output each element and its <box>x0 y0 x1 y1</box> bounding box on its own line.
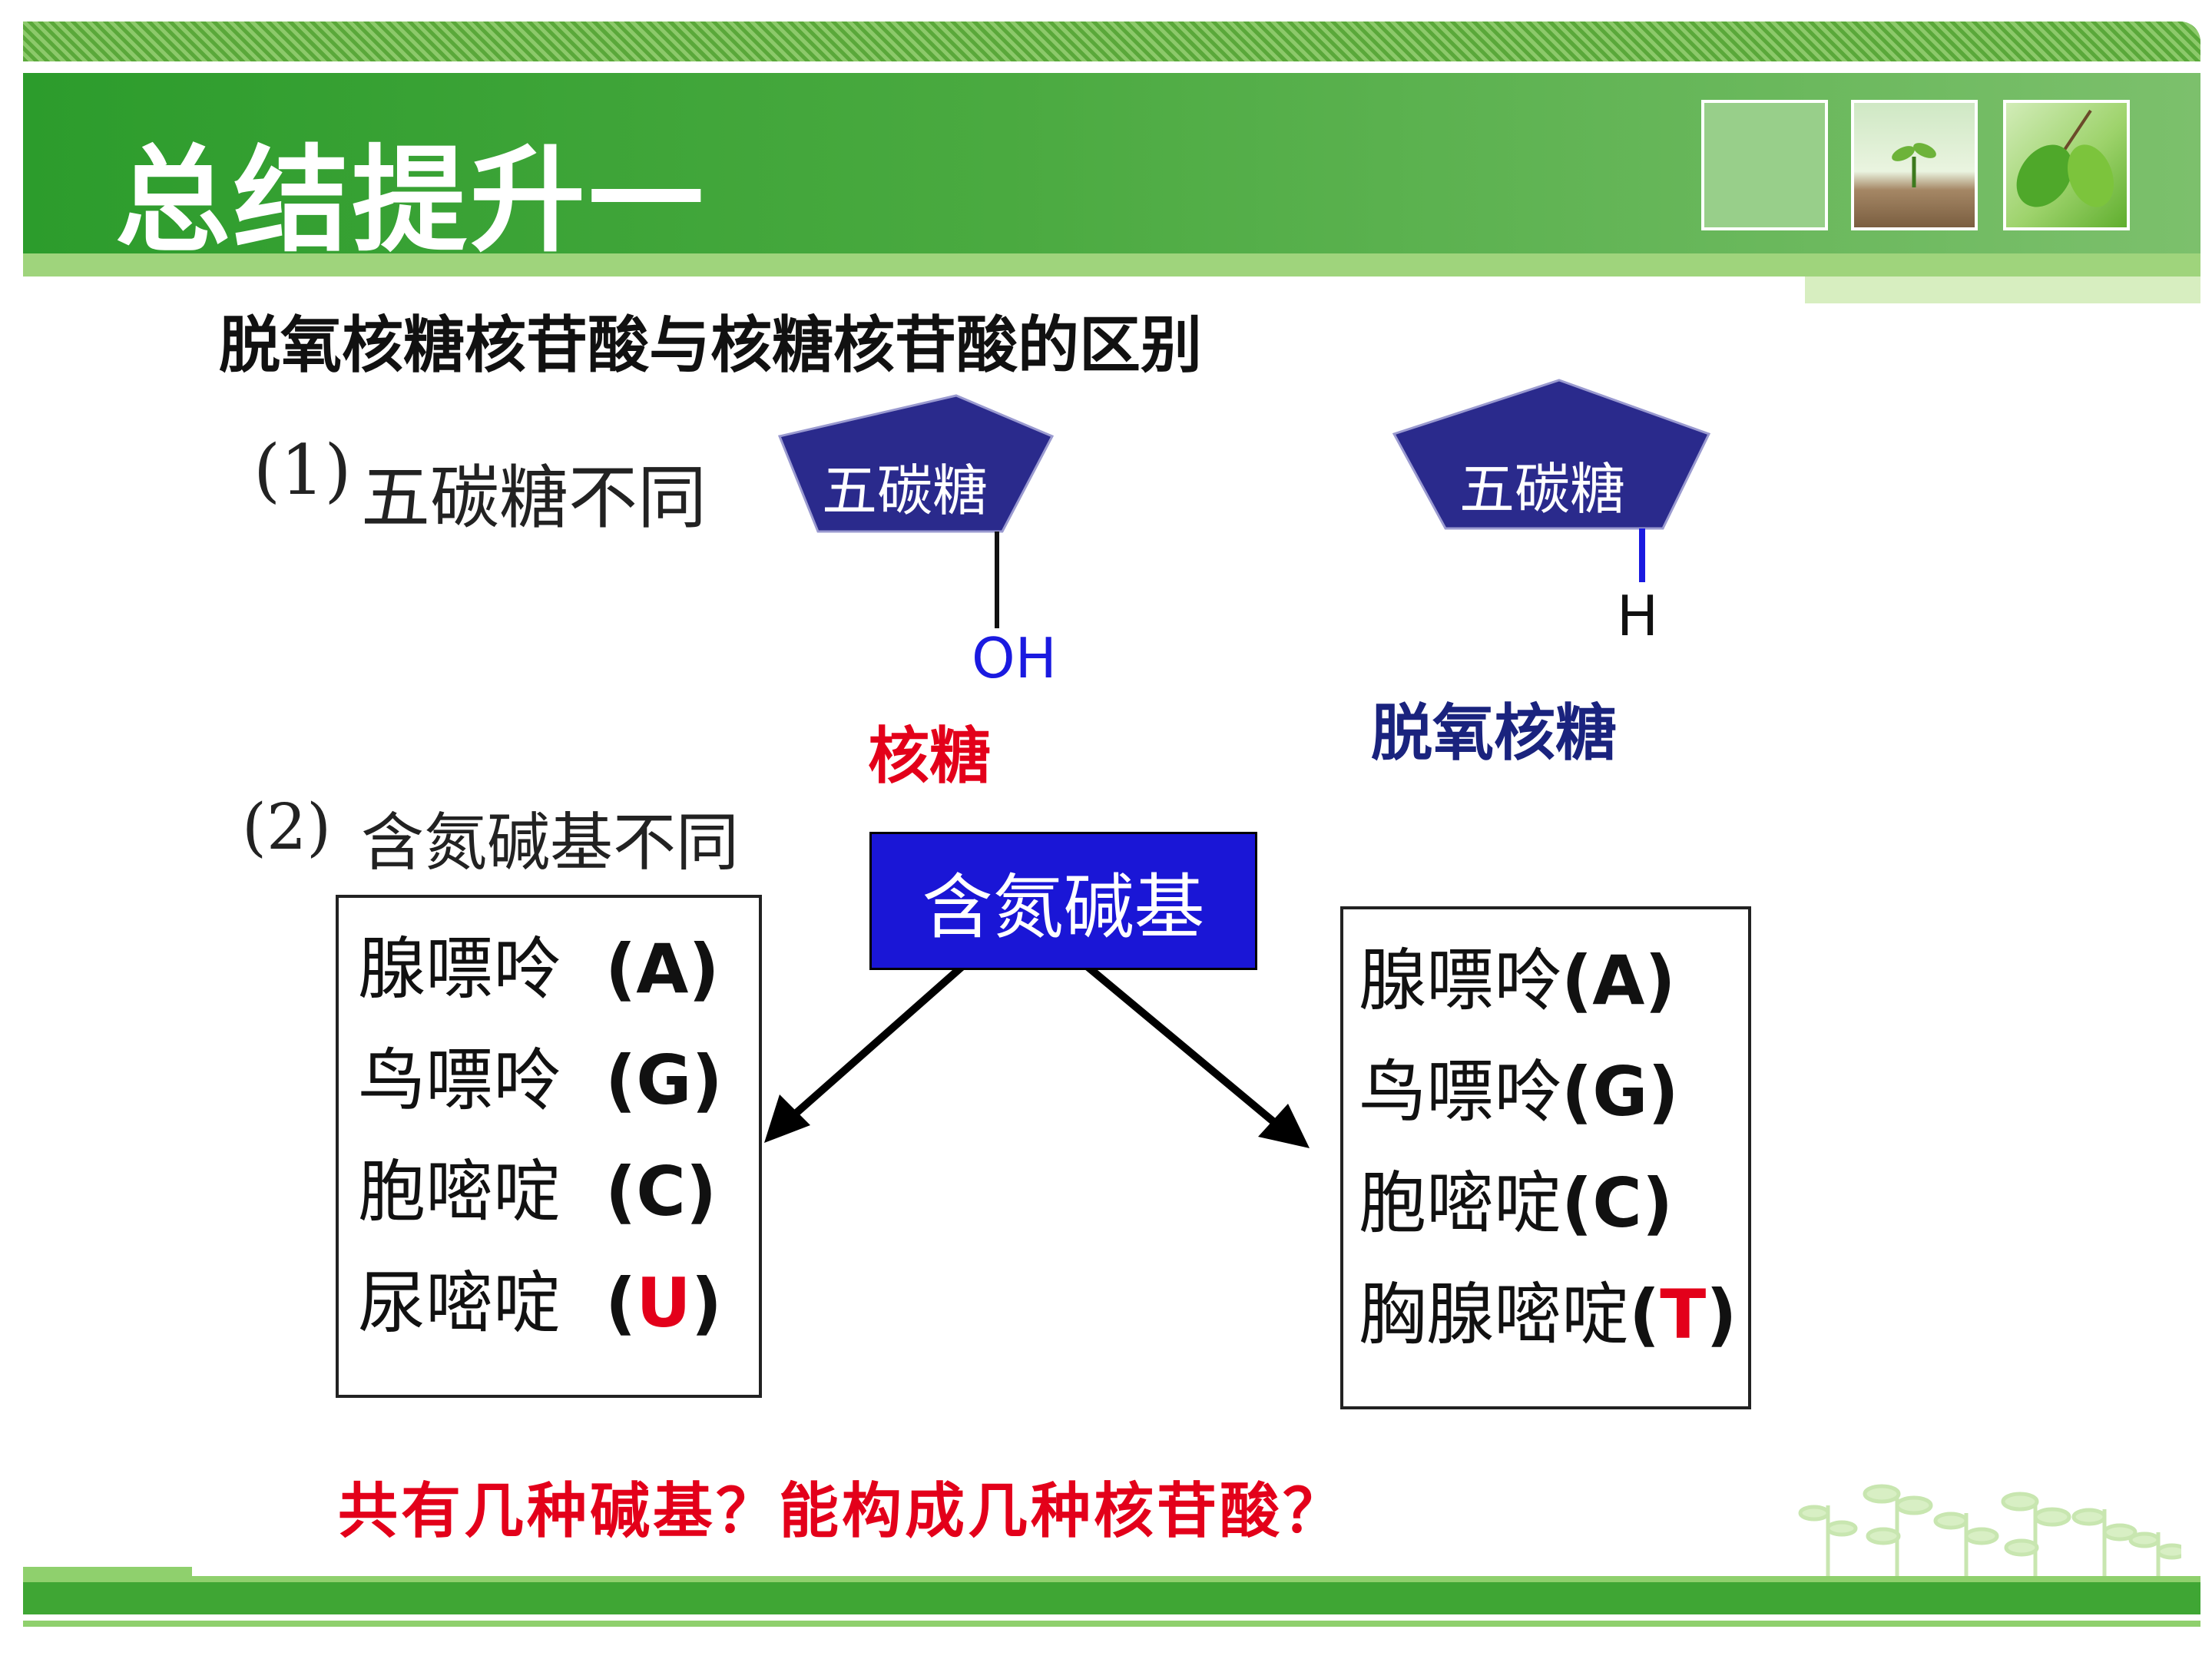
deoxyribose-name: 脱氧核糖 <box>1371 697 1617 769</box>
footer-line <box>192 1576 2200 1584</box>
rna-base-row: 胞嘧啶 (C) <box>358 1152 717 1231</box>
dna-base-name: 胸腺嘧啶 <box>1359 1275 1630 1354</box>
header-stripe <box>23 22 2200 61</box>
rna-base-name: 尿嘧啶 <box>358 1263 561 1343</box>
dna-base-name: 胞嘧啶 <box>1359 1164 1562 1243</box>
pentagon-deoxyribose <box>1392 379 1711 530</box>
thumbnail-leaves <box>2003 100 2130 230</box>
footer-accent <box>23 1567 192 1582</box>
rna-bases-box: 腺嘌呤 (A) 鸟嘌呤 (G) 胞嘧啶 (C) 尿嘧啶 (U) <box>336 895 762 1398</box>
dna-base-name: 腺嘌呤 <box>1359 941 1562 1020</box>
dna-base-row: 腺嘌呤(A) <box>1359 941 1676 1020</box>
ribose-name: 核糖 <box>868 720 991 792</box>
point1-text: 五碳糖不同 <box>361 458 707 538</box>
rna-base-name: 胞嘧啶 <box>358 1152 561 1231</box>
thumbnail-plain <box>1701 100 1828 230</box>
dna-base-name: 鸟嘌呤 <box>1359 1052 1562 1131</box>
title-banner <box>23 73 2200 257</box>
rna-base-code: G <box>636 1041 692 1120</box>
rna-base-row: 腺嘌呤 (A) <box>358 929 720 1008</box>
footer-bar <box>23 1582 2200 1614</box>
rna-base-code: C <box>636 1152 686 1231</box>
dna-base-row: 鸟嘌呤(G) <box>1359 1052 1679 1131</box>
pentagon-ribose <box>777 394 1055 533</box>
arrow-left-head <box>764 1094 810 1143</box>
point1-number: (1) <box>253 430 352 511</box>
rna-unique-base-code: U <box>636 1263 691 1343</box>
point2-text: 含氮碱基不同 <box>361 806 740 879</box>
arrow-left-line <box>788 959 971 1121</box>
dna-base-code: C <box>1592 1164 1642 1243</box>
dna-bases-box: 腺嘌呤(A) 鸟嘌呤(G) 胞嘧啶(C) 胸腺嘧啶(T) <box>1340 906 1751 1409</box>
thumbnail-sprout <box>1851 100 1978 230</box>
banner-edge <box>23 253 2200 276</box>
footer-line-bottom <box>23 1621 2200 1627</box>
arrow-right-line <box>1078 959 1278 1126</box>
hydroxyl-group: OH <box>972 626 1057 690</box>
dna-base-code: A <box>1592 941 1645 1020</box>
rna-base-name: 腺嘌呤 <box>358 929 561 1008</box>
pentagon-deoxyribose-label: 五碳糖 <box>1459 457 1626 522</box>
slide-title: 总结提升一 <box>115 134 707 268</box>
rna-base-code: A <box>636 929 689 1008</box>
sprouts-decoration <box>1798 1484 2181 1594</box>
dna-base-row: 胞嘧啶(C) <box>1359 1164 1674 1243</box>
rna-base-row: 鸟嘌呤 (G) <box>358 1041 723 1120</box>
pentagon-ribose-label: 五碳糖 <box>822 459 988 523</box>
section-heading: 脱氧核糖核苷酸与核糖核苷酸的区别 <box>219 310 1202 381</box>
dna-unique-base-code: T <box>1660 1275 1707 1354</box>
rna-base-name: 鸟嘌呤 <box>358 1041 561 1120</box>
arrow-right-head <box>1258 1104 1310 1148</box>
point2-number: (2) <box>242 791 332 864</box>
rna-base-row: 尿嘧啶 (U) <box>358 1263 722 1343</box>
hydrogen-group: H <box>1617 584 1659 648</box>
dna-base-row: 胸腺嘧啶(T) <box>1359 1275 1737 1354</box>
review-question: 共有几种碱基？能构成几种核苷酸？ <box>338 1477 1346 1546</box>
dna-base-code: G <box>1592 1052 1648 1131</box>
nitrogen-base-box: 含氮碱基 <box>869 832 1257 970</box>
banner-edge-accent <box>1805 276 2200 303</box>
